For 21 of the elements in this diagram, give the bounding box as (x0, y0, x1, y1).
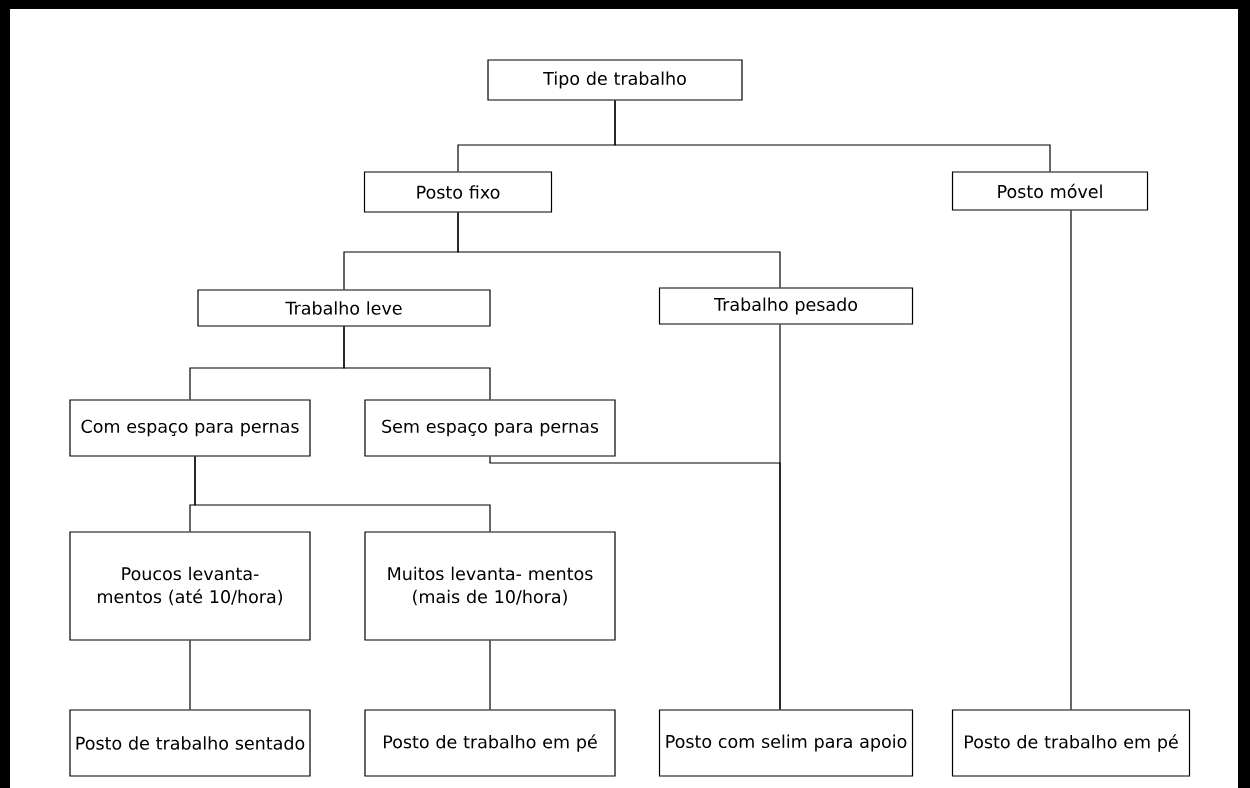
connector (189, 640, 191, 710)
box: Trabalho leve (197, 289, 491, 327)
box: Posto com selim para apoio (658, 709, 914, 777)
box: Sem espaço para pernas (364, 399, 616, 457)
box: Posto de trabalho em pé (951, 709, 1191, 777)
box: Posto móvel (951, 171, 1149, 211)
connector (779, 324, 781, 710)
box: Posto de trabalho sentado (69, 709, 311, 777)
connector (343, 326, 491, 400)
box: Poucos levanta- mentos (até 10/hora) (69, 531, 311, 641)
box: Posto de trabalho em pé (364, 709, 616, 777)
box: Posto fixo (363, 171, 553, 213)
box: Com espaço para pernas (69, 399, 311, 457)
connector (614, 100, 1051, 172)
connector (457, 212, 781, 288)
connector (489, 640, 491, 710)
connector (194, 456, 491, 532)
box: Tipo de trabalho (487, 59, 743, 101)
box: Muitos levanta- mentos (mais de 10/hora) (364, 531, 616, 641)
box: Trabalho pesado (658, 287, 914, 325)
connector (1070, 210, 1072, 710)
